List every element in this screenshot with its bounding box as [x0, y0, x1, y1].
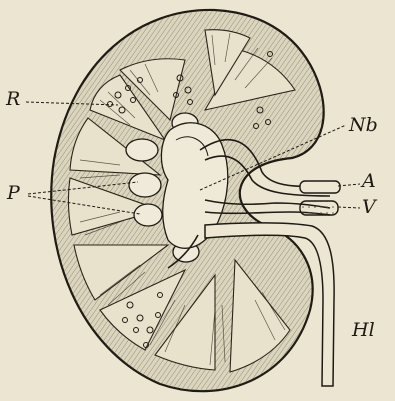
vein-stub — [300, 201, 338, 215]
label-p: P — [7, 184, 20, 203]
label-r: R — [6, 90, 20, 109]
label-v: V — [362, 198, 376, 217]
label-nb: Nb — [349, 116, 378, 135]
label-a: A — [362, 172, 376, 191]
artery-stub — [300, 181, 340, 193]
label-hl: Hl — [352, 321, 375, 340]
